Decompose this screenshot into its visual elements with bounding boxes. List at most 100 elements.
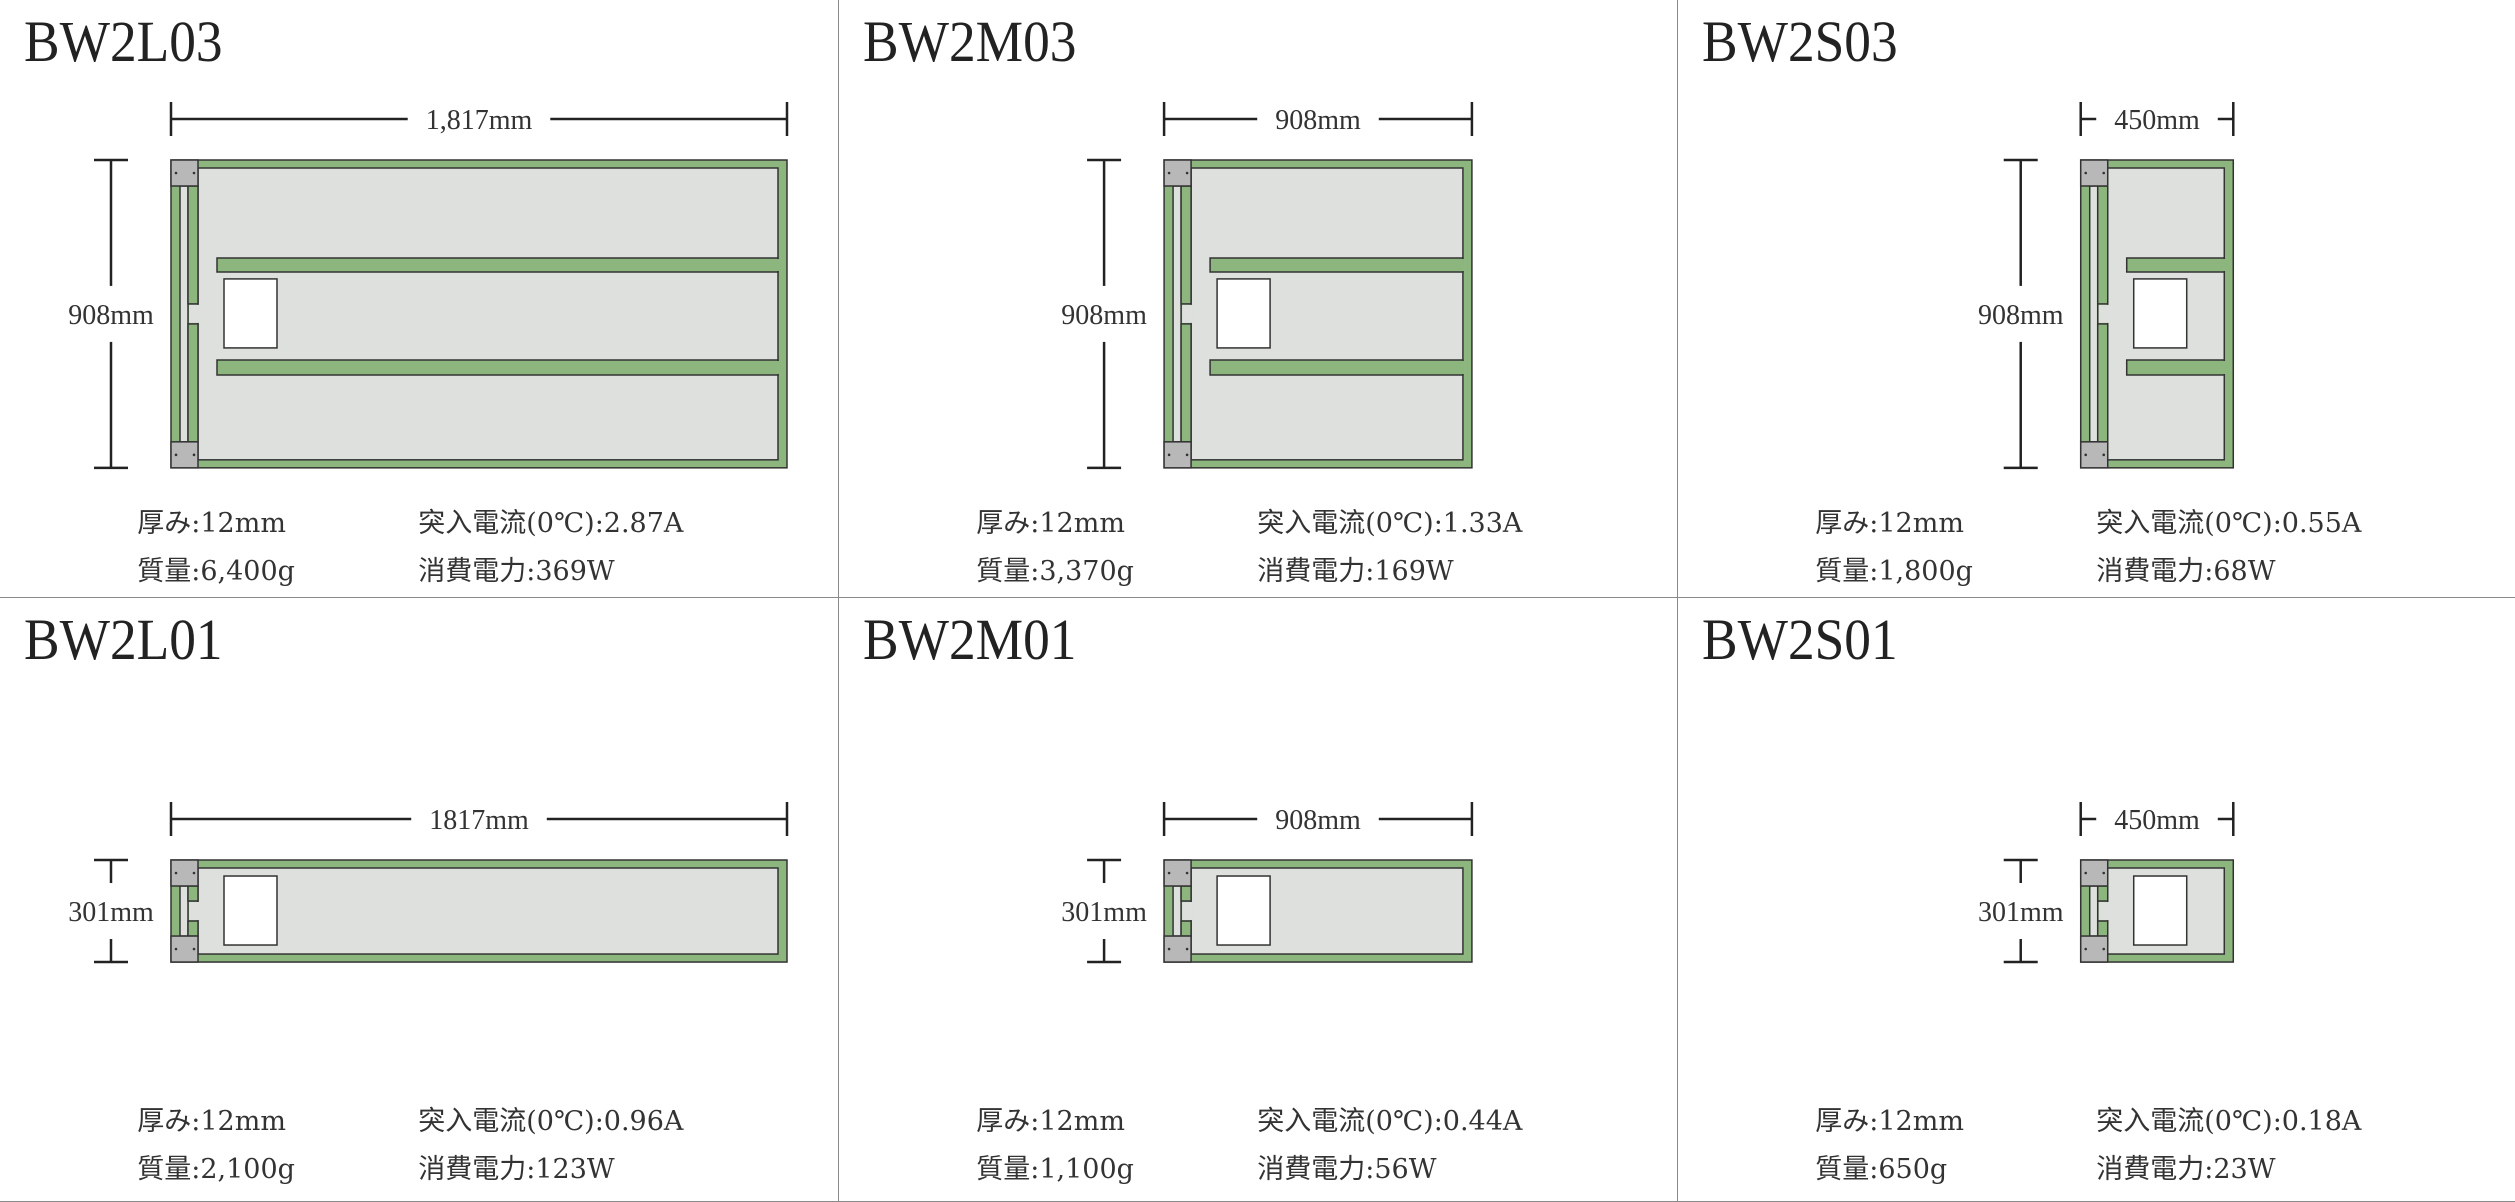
divider-joint	[777, 259, 781, 272]
spec-power-label: 消費電力:	[418, 556, 536, 588]
label-background	[2096, 801, 2219, 838]
divider-bar	[2126, 359, 2226, 376]
divider-bar	[2126, 257, 2226, 273]
spec-power: 消費電力:68W	[2096, 549, 2275, 588]
spec-power: 消費電力:123W	[418, 1147, 614, 1186]
model-title: BW2S01	[1702, 607, 1898, 673]
screw-dot	[174, 947, 178, 951]
spec-inrush: 突入電流(0℃):0.96A	[418, 1099, 683, 1138]
spec-inrush: 突入電流(0℃):0.18A	[2096, 1099, 2361, 1138]
heater-panel-shape	[170, 859, 788, 964]
width-dimension: 450mm	[2079, 101, 2235, 138]
screw-dot	[2102, 871, 2106, 875]
width-dimension: 450mm	[2079, 801, 2235, 838]
divider-bar	[216, 257, 779, 273]
lead-bar	[2097, 920, 2109, 938]
lead-bar	[1180, 323, 1193, 443]
lead-bar	[187, 885, 199, 903]
height-dimension: 301mm	[1054, 859, 1155, 964]
spec-mass-value: 6,400g	[200, 556, 295, 588]
heating-area	[197, 867, 779, 956]
spec-mass-label: 質量:	[137, 556, 201, 588]
screw-dot	[2102, 947, 2106, 951]
spec-inrush: 突入電流(0℃):2.87A	[418, 501, 683, 540]
model-title: BW2S03	[1702, 9, 1898, 75]
width-label: 450mm	[2114, 105, 2200, 136]
controller-box	[223, 278, 278, 349]
heater-panel-shape	[170, 159, 788, 469]
width-label: 450mm	[2114, 805, 2200, 836]
label-background	[1054, 883, 1155, 940]
lead-gap	[2098, 902, 2109, 921]
divider-bar	[1209, 359, 1464, 376]
spec-thickness: 厚み:12mm	[1815, 1099, 1964, 1138]
divider-joint	[2223, 259, 2227, 272]
width-dimension: 908mm	[1163, 101, 1474, 138]
model-title: BW2L03	[24, 9, 223, 75]
model-title: BW2M01	[863, 607, 1077, 673]
lead-gap	[1182, 305, 1193, 324]
spec-power: 消費電力:56W	[1257, 1147, 1436, 1186]
label-background	[2096, 101, 2219, 138]
spec-thickness-label: 厚み:	[1815, 508, 1879, 540]
spec-power-label: 消費電力:	[2096, 1154, 2214, 1186]
width-label: 908mm	[1275, 105, 1361, 136]
heater-panel-shape	[1163, 859, 1473, 964]
spec-inrush-value: 0.18A	[2281, 1106, 2362, 1138]
spec-power-value: 56W	[1374, 1154, 1437, 1186]
spec-mass-label: 質量:	[1815, 1154, 1879, 1186]
spec-inrush-label: 突入電流(0℃):	[418, 1106, 604, 1138]
wire-channel	[179, 185, 189, 443]
screw-dot	[174, 453, 178, 457]
screw-dot	[1186, 453, 1189, 457]
spec-power-label: 消費電力:	[1257, 1154, 1375, 1186]
divider-bar	[216, 359, 779, 376]
spec-inrush-value: 0.55A	[2281, 508, 2362, 540]
spec-inrush: 突入電流(0℃):1.33A	[1257, 501, 1522, 540]
screw-dot	[1186, 947, 1189, 951]
spec-power-label: 消費電力:	[2096, 556, 2214, 588]
height-label: 908mm	[68, 300, 154, 331]
width-dimension: 1,817mm	[170, 101, 789, 138]
width-label: 1,817mm	[426, 105, 533, 136]
spec-mass-label: 質量:	[976, 1154, 1040, 1186]
label-background	[61, 286, 162, 343]
height-dimension: 908mm	[1970, 159, 2071, 470]
spec-power-value: 23W	[2213, 1154, 2276, 1186]
spec-thickness-label: 厚み:	[976, 1106, 1040, 1138]
lead-gap	[189, 305, 200, 324]
spec-thickness-value: 12mm	[1878, 508, 1964, 540]
height-label: 301mm	[1062, 897, 1148, 928]
label-background	[61, 883, 162, 940]
spec-mass: 質量:1,800g	[1815, 549, 1973, 588]
divider-joint	[2223, 361, 2227, 375]
controller-box	[2133, 875, 2188, 947]
label-background	[1257, 801, 1380, 838]
spec-mass-value: 650g	[1878, 1154, 1948, 1186]
width-label: 908mm	[1275, 805, 1361, 836]
spec-mass-label: 質量:	[1815, 556, 1879, 588]
wire-channel	[2089, 185, 2099, 443]
height-label: 301mm	[1978, 897, 2064, 928]
lead-bar	[2097, 323, 2109, 443]
lead-bar	[2097, 885, 2109, 903]
spec-mass-label: 質量:	[976, 556, 1040, 588]
model-title: BW2L01	[24, 607, 223, 673]
height-dimension: 301mm	[1970, 859, 2071, 964]
lead-bar	[187, 323, 199, 443]
spec-power-value: 123W	[535, 1154, 615, 1186]
model-title: BW2M03	[863, 9, 1077, 75]
spec-power: 消費電力:23W	[2096, 1147, 2275, 1186]
width-dimension: 908mm	[1163, 801, 1474, 838]
heater-panel-shape	[1163, 159, 1473, 469]
spec-mass: 質量:6,400g	[137, 549, 295, 588]
spec-power-value: 68W	[2213, 556, 2276, 588]
spec-inrush-label: 突入電流(0℃):	[418, 508, 604, 540]
spec-mass: 質量:3,370g	[976, 549, 1134, 588]
spec-mass: 質量:1,100g	[976, 1147, 1134, 1186]
spec-thickness: 厚み:12mm	[137, 1099, 286, 1138]
